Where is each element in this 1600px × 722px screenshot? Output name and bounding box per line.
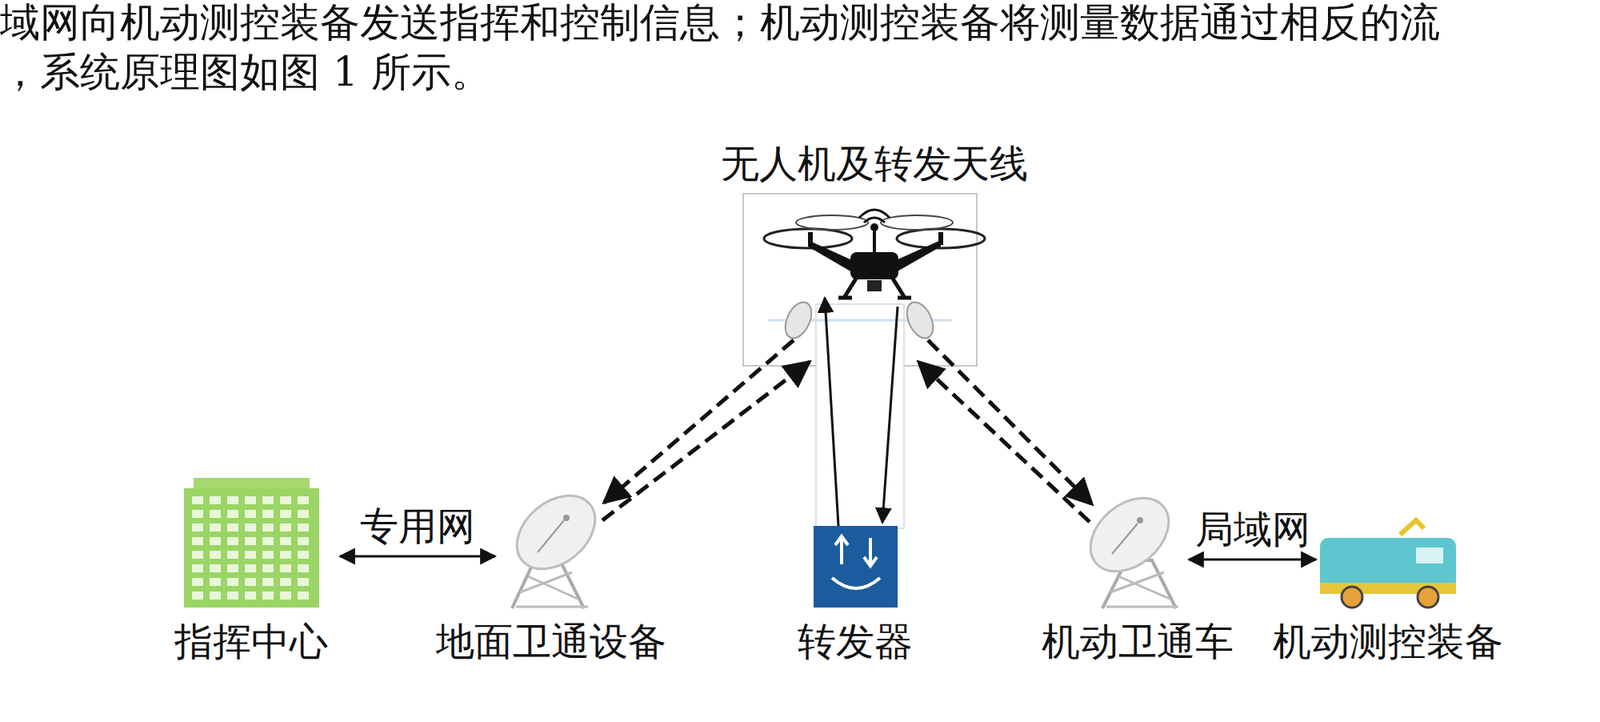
satellite-link: [602, 361, 810, 520]
edge-label: 局域网: [1192, 506, 1314, 552]
body-text: ，系统原理图如图 1 所示。: [0, 49, 492, 95]
satellite-link: [918, 361, 1090, 522]
link-line: [340, 555, 496, 558]
link-line: [882, 306, 898, 523]
node-label: 指挥中心: [171, 618, 332, 664]
edge-label: 专用网: [356, 503, 479, 548]
dish-icon: [502, 480, 609, 608]
transponder-icon: [813, 525, 898, 608]
satellite-link: [604, 340, 794, 503]
node-label: 机动测控装备: [1269, 618, 1507, 664]
node-label: 机动卫通车: [1038, 618, 1237, 664]
dish-icon: [1076, 483, 1183, 608]
link-line: [824, 297, 839, 526]
body-text: 域网向机动测控装备发送指挥和控制信息；机动测控装备将测量数据通过相反的流: [0, 0, 1440, 45]
truck-icon: [1320, 520, 1456, 608]
link-line: [1188, 558, 1316, 561]
drone-icon: [764, 209, 985, 298]
transponder: 转发器: [794, 524, 916, 664]
node-label: 无人机及转发天线: [717, 140, 1032, 186]
drone-node: 无人机及转发天线: [717, 140, 1032, 366]
building-icon: [184, 477, 320, 608]
satellite-link: [928, 340, 1092, 504]
node-label: 转发器: [794, 618, 916, 664]
relay-strip: [816, 304, 904, 528]
relay-antenna: [780, 297, 939, 342]
command-center: 指挥中心: [171, 477, 332, 664]
node-label: 地面卫通设备: [432, 618, 670, 664]
